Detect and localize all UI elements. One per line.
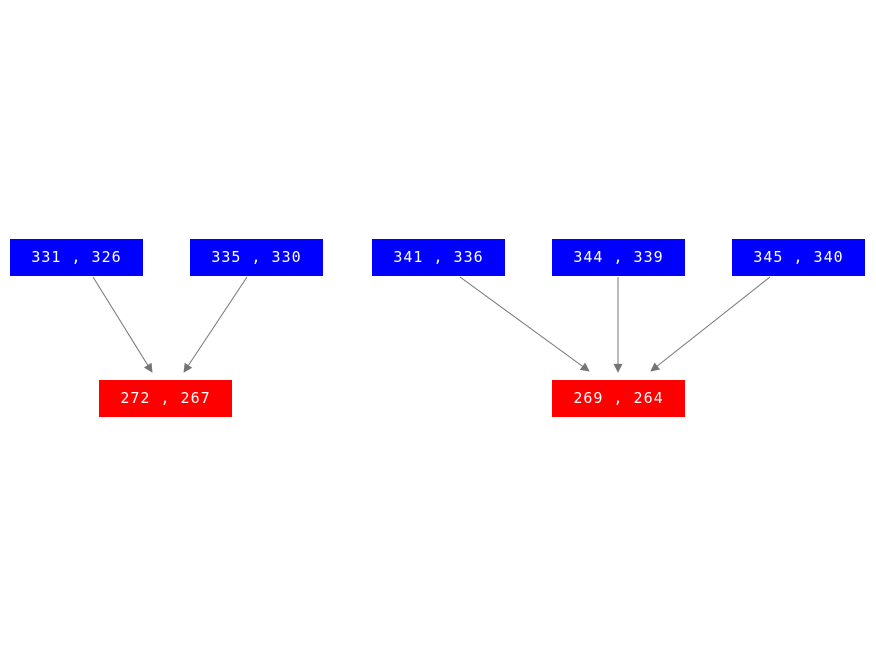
node-label: 345 , 340: [753, 248, 844, 266]
edge-arrow-3: [459, 276, 590, 372]
edge-arrow-5: [650, 276, 771, 372]
node-272-267: 272 , 267: [99, 380, 232, 417]
node-label: 344 , 339: [573, 248, 664, 266]
node-344-339: 344 , 339: [552, 239, 685, 276]
node-label: 335 , 330: [211, 248, 302, 266]
edge-arrow-1: [92, 276, 153, 373]
node-label: 341 , 336: [393, 248, 484, 266]
node-label: 272 , 267: [120, 389, 211, 407]
node-335-330: 335 , 330: [190, 239, 323, 276]
node-269-264: 269 , 264: [552, 380, 685, 417]
node-label: 331 , 326: [31, 248, 122, 266]
node-345-340: 345 , 340: [732, 239, 865, 276]
node-label: 269 , 264: [573, 389, 664, 407]
edge-arrow-2: [183, 276, 248, 373]
node-331-326: 331 , 326: [10, 239, 143, 276]
node-341-336: 341 , 336: [372, 239, 505, 276]
